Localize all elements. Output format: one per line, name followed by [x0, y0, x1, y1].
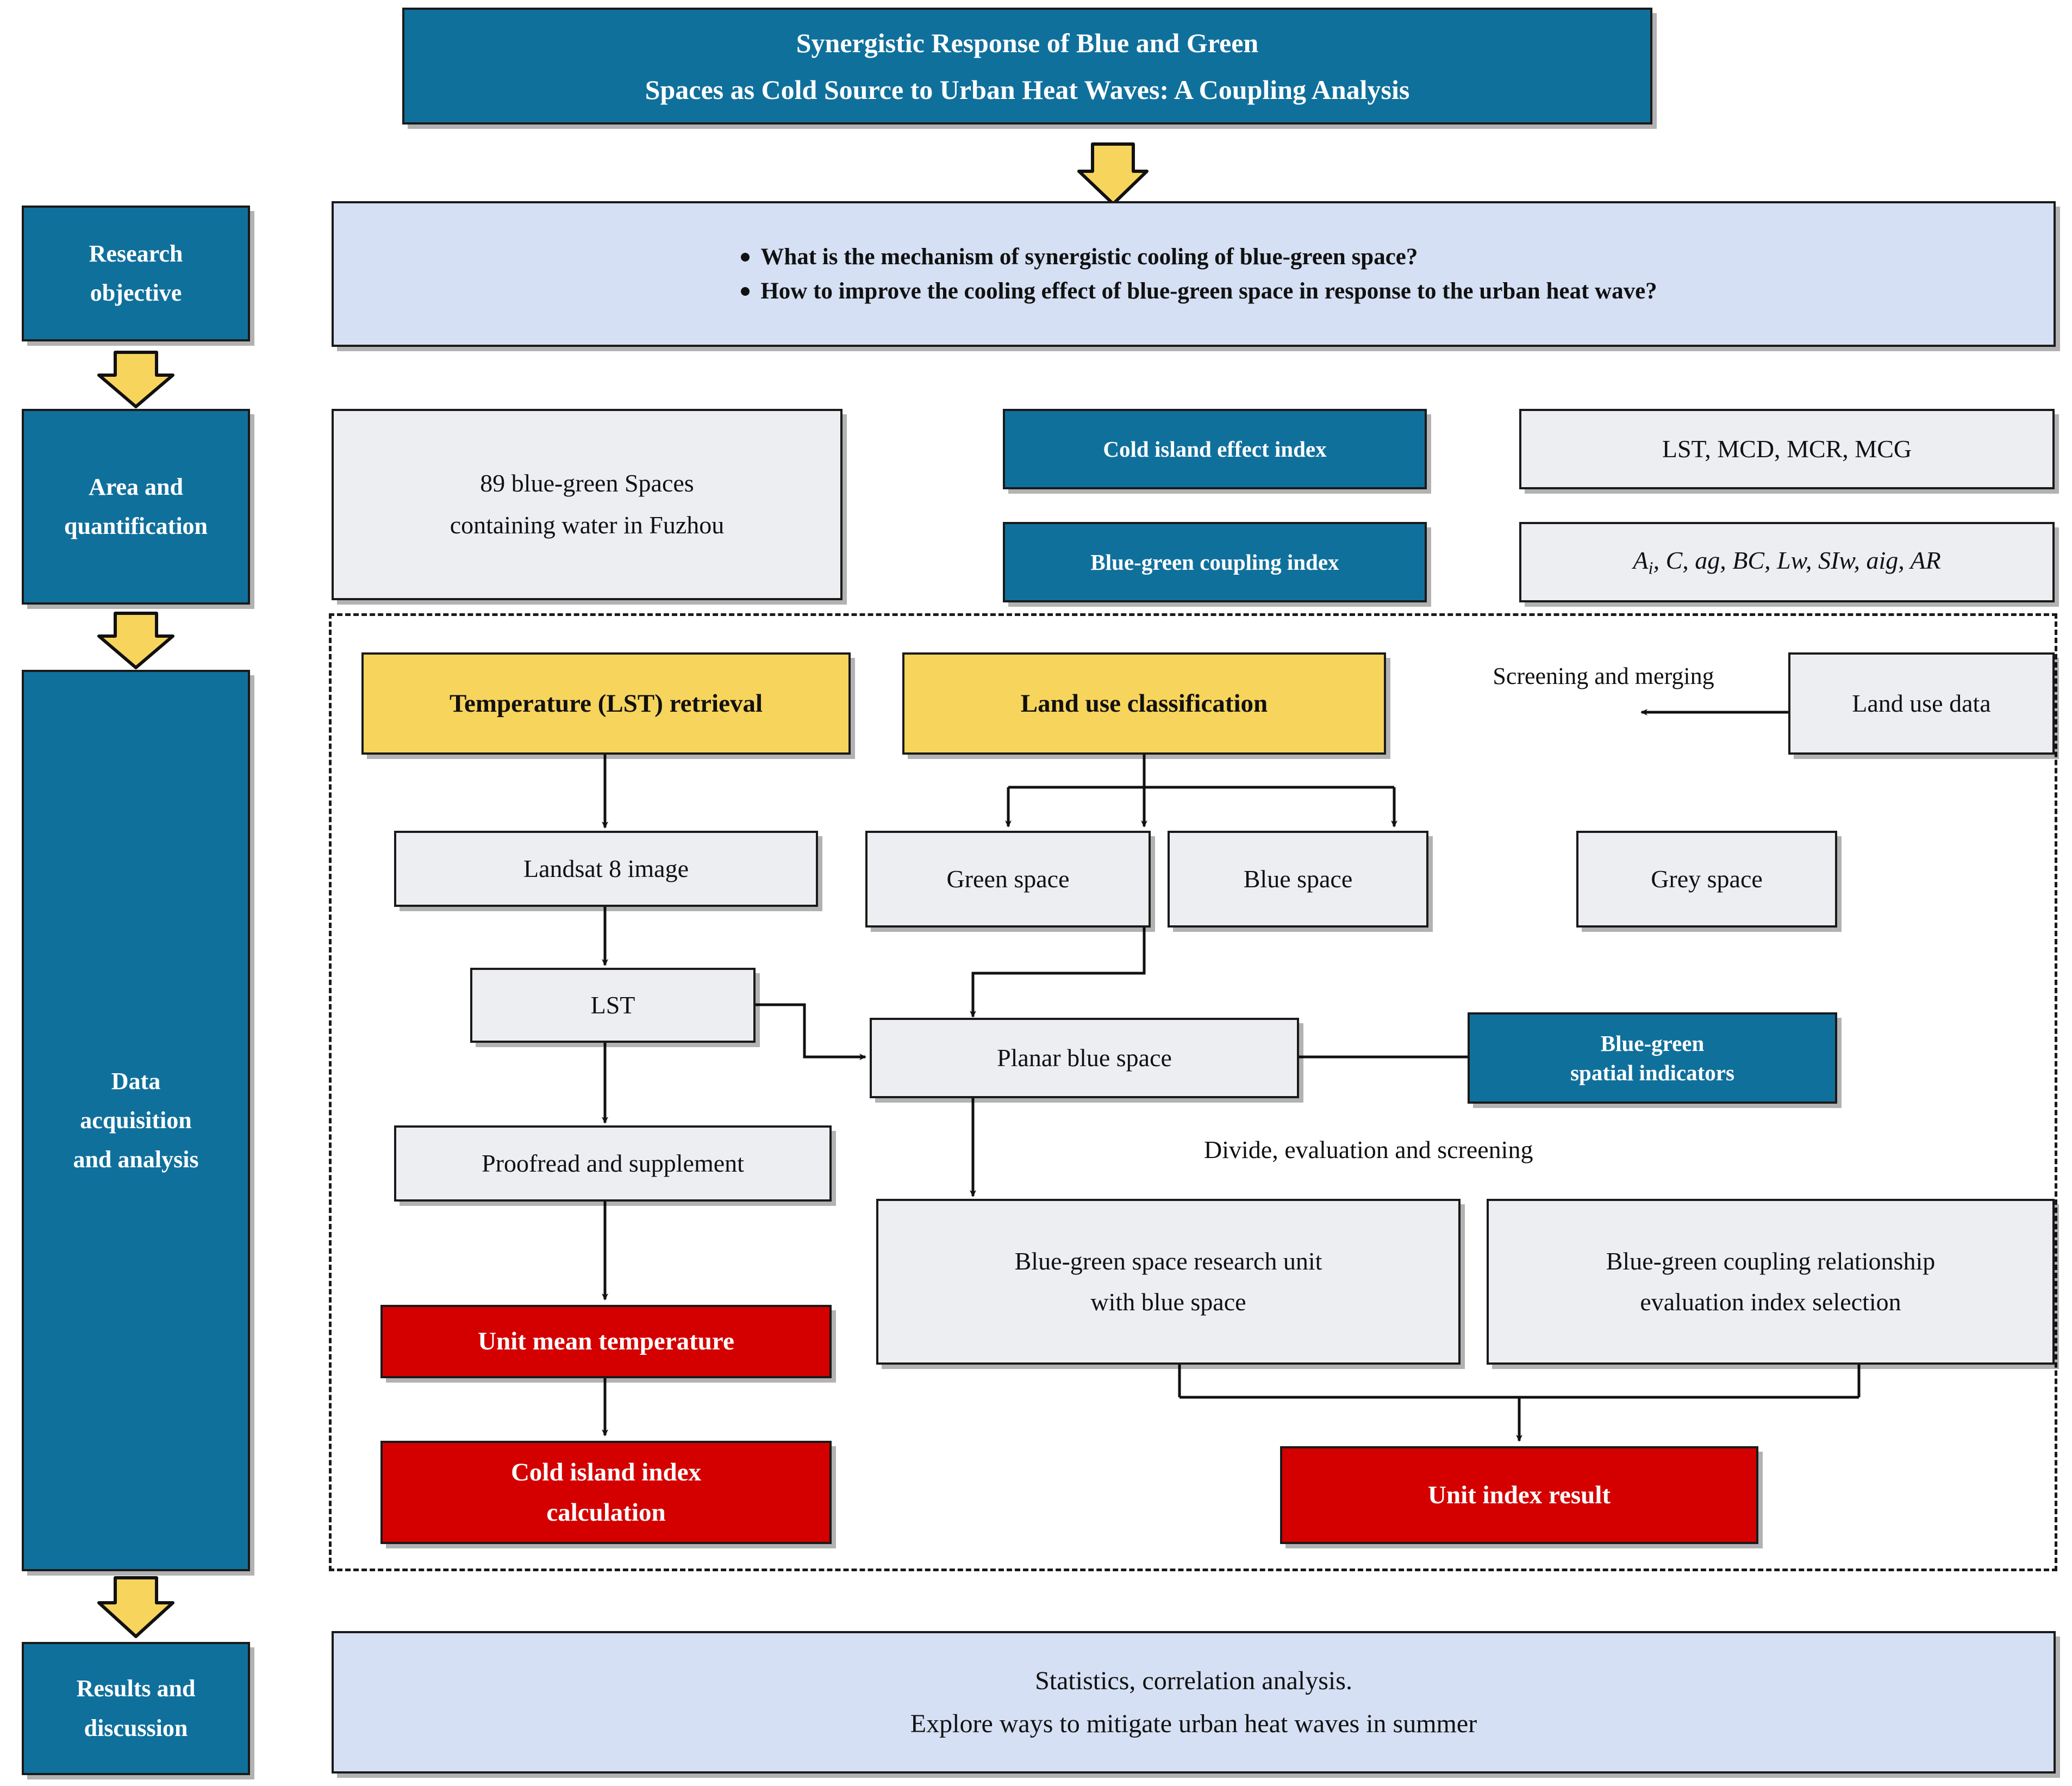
- coupling-index-values: Ai, C, ag, BC, Lw, SIw, aig, AR: [1519, 522, 2055, 602]
- research-unit-box: Blue-green space research unit with blue…: [876, 1199, 1461, 1365]
- proofread-text: Proofread and supplement: [482, 1149, 744, 1177]
- temperature-retrieval-box: Temperature (LST) retrieval: [361, 652, 851, 755]
- indicators-line1: Blue-green: [1600, 1030, 1705, 1056]
- results-line1: Statistics, correlation analysis.: [1035, 1666, 1352, 1695]
- land-use-classification-box: Land use classification: [902, 652, 1386, 755]
- coupling-evaluation-box: Blue-green coupling relationship evaluat…: [1487, 1199, 2055, 1365]
- results-panel: Statistics, correlation analysis. Explor…: [332, 1631, 2056, 1773]
- blue-space-box: Blue space: [1168, 831, 1428, 928]
- landsat-image-box: Landsat 8 image: [394, 831, 818, 907]
- stage-label-line2: discussion: [84, 1714, 188, 1741]
- research-objective-panel: What is the mechanism of synergistic coo…: [332, 201, 2056, 347]
- cold-island-values-text: LST, MCD, MCR, MCG: [1662, 434, 1912, 463]
- blue-green-coupling-index-label: Blue-green coupling index: [1003, 522, 1427, 602]
- stage-label-line1: Area and: [89, 473, 183, 500]
- diagram-title: Synergistic Response of Blue and Green S…: [402, 8, 1652, 125]
- screening-and-merging-label: Screening and merging: [1493, 663, 1714, 689]
- stage-data-acquisition: Data acquisition and analysis: [22, 670, 250, 1571]
- study-area-line1: 89 blue-green Spaces: [480, 469, 694, 497]
- stage-label-line1: Research: [89, 240, 183, 267]
- cold-island-effect-index-label: Cold island effect index: [1003, 409, 1427, 489]
- land-use-data-text: Land use data: [1852, 689, 1991, 717]
- unit-mean-temperature-text: Unit mean temperature: [478, 1327, 734, 1356]
- stage-label-line3: and analysis: [73, 1146, 199, 1173]
- land-use-data-box: Land use data: [1788, 652, 2055, 755]
- indicators-line2: spatial indicators: [1570, 1060, 1734, 1085]
- lst-text: LST: [590, 991, 635, 1019]
- grey-space-box: Grey space: [1576, 831, 1837, 928]
- research-unit-line2: with blue space: [1090, 1287, 1246, 1316]
- objective-bullet-list: What is the mechanism of synergistic coo…: [730, 236, 1657, 312]
- unit-index-result-box: Unit index result: [1280, 1446, 1758, 1544]
- unit-mean-temperature-box: Unit mean temperature: [380, 1305, 832, 1378]
- stage-label-line2: objective: [90, 279, 182, 306]
- planar-blue-space-box: Planar blue space: [870, 1018, 1299, 1098]
- stage-label-line1: Data: [111, 1067, 161, 1094]
- unit-index-result-text: Unit index result: [1428, 1480, 1611, 1509]
- divide-evaluation-screening-label: Divide, evaluation and screening: [1204, 1136, 1533, 1163]
- results-line2: Explore ways to mitigate urban heat wave…: [910, 1709, 1477, 1738]
- cold-island-index-values: LST, MCD, MCR, MCG: [1519, 409, 2055, 489]
- research-unit-line1: Blue-green space research unit: [1014, 1247, 1322, 1275]
- green-space-box: Green space: [865, 831, 1151, 928]
- stage-research-objective: Research objective: [22, 206, 250, 341]
- landsat-image-text: Landsat 8 image: [523, 854, 689, 882]
- green-space-text: Green space: [946, 864, 1070, 893]
- land-use-classification-text: Land use classification: [1020, 689, 1268, 718]
- title-line-2: Spaces as Cold Source to Urban Heat Wave…: [645, 74, 1410, 105]
- coupling-eval-line2: evaluation index selection: [1640, 1287, 1901, 1316]
- cold-island-calc-line2: calculation: [546, 1498, 666, 1527]
- coupling-values-text: Ai, C, ag, BC, Lw, SIw, aig, AR: [1633, 546, 1941, 578]
- planar-blue-space-text: Planar blue space: [997, 1043, 1172, 1072]
- cold-island-index-calculation-box: Cold island index calculation: [380, 1441, 832, 1544]
- blue-space-text: Blue space: [1243, 864, 1353, 893]
- stage-label-line2: quantification: [64, 513, 208, 539]
- data-analysis-dashed-container: [329, 613, 2057, 1571]
- stage-results-discussion: Results and discussion: [22, 1642, 250, 1775]
- blue-green-spatial-indicators-box: Blue-green spatial indicators: [1468, 1012, 1837, 1104]
- temperature-retrieval-text: Temperature (LST) retrieval: [449, 689, 763, 718]
- cold-island-calc-line1: Cold island index: [510, 1458, 702, 1486]
- coupling-eval-line1: Blue-green coupling relationship: [1606, 1247, 1936, 1275]
- stage-label-line2: acquisition: [80, 1106, 192, 1134]
- proofread-box: Proofread and supplement: [394, 1125, 832, 1202]
- lst-box: LST: [470, 968, 756, 1043]
- study-area-line2: containing water in Fuzhou: [450, 511, 725, 539]
- stage-area-quantification: Area and quantification: [22, 409, 250, 605]
- stage-label-line1: Results and: [76, 1675, 196, 1702]
- study-area-box: 89 blue-green Spaces containing water in…: [332, 409, 842, 600]
- objective-bullet-1: What is the mechanism of synergistic coo…: [730, 244, 1657, 270]
- coupling-index-text: Blue-green coupling index: [1090, 549, 1339, 575]
- cold-island-index-text: Cold island effect index: [1103, 436, 1327, 462]
- objective-bullet-2: How to improve the cooling effect of blu…: [730, 278, 1657, 304]
- title-line-1: Synergistic Response of Blue and Green: [796, 27, 1259, 58]
- grey-space-text: Grey space: [1651, 864, 1763, 893]
